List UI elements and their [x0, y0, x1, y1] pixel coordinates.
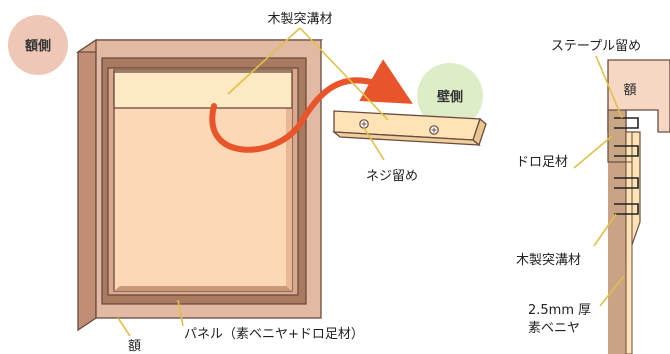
section-veneer	[625, 131, 633, 354]
leader-veneer	[599, 275, 625, 307]
panel-label: パネル（素ベニヤ+ドロ足材）	[184, 327, 364, 342]
frame-label: 額	[128, 339, 141, 354]
leader-section-groove	[593, 213, 617, 247]
leader-groove-right	[299, 27, 389, 121]
section-groove-label: 木製突溝材	[516, 252, 581, 268]
leader-doro-foot	[573, 135, 613, 169]
staple-icon	[614, 117, 639, 129]
cross-section	[607, 59, 670, 354]
veneer-material-label: 素ベニヤ	[528, 321, 580, 336]
screw-head-icon	[429, 125, 439, 135]
wall-side-badge: 壁側	[417, 63, 483, 129]
frame-rail	[113, 71, 293, 109]
doro-foot-label: ドロ足材	[516, 155, 568, 170]
screw-fastening-label: ネジ留め	[366, 169, 418, 184]
curved-arrow-icon	[209, 59, 413, 153]
frame-side-label: 額側	[24, 38, 51, 54]
staple-icon	[614, 203, 639, 215]
leader-groove-left	[227, 27, 301, 95]
screw-head-icon	[359, 119, 369, 129]
section-frame-label: 額	[623, 83, 636, 98]
leader-staple	[595, 55, 623, 119]
picture-frame	[75, 38, 324, 332]
leader-panel	[177, 299, 184, 327]
frame-side-badge: 額側	[8, 15, 68, 75]
leader-screw	[363, 127, 385, 161]
staple-fastening-label: ステープル留め	[551, 39, 641, 54]
wall-bracket	[332, 110, 487, 147]
staple-icon	[614, 145, 639, 157]
wooden-groove-label: 木製突溝材	[267, 11, 332, 27]
veneer-thickness-label: 2.5mm 厚	[528, 303, 591, 318]
staple-icon	[614, 177, 639, 189]
leader-frame	[117, 317, 131, 337]
wall-side-label: 壁側	[437, 89, 463, 105]
